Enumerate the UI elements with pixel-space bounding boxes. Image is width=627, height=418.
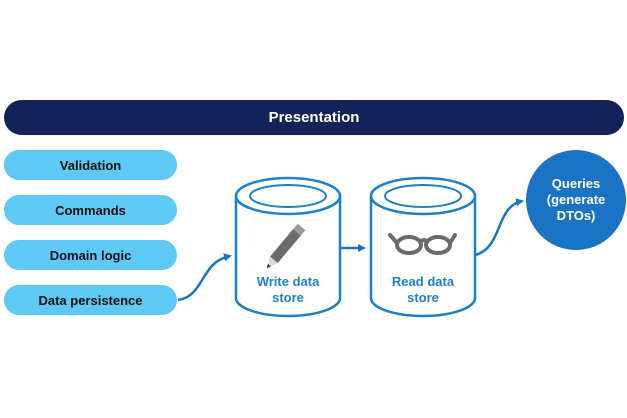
pencil-icon (266, 223, 306, 269)
presentation-label: Presentation (268, 109, 360, 126)
read-store-label-line1: Read data (391, 274, 455, 289)
layer-domain-logic: Domain logic (4, 240, 177, 270)
queries-node: Queries (generate DTOs) (526, 150, 626, 250)
write-store-label-line2: store (272, 290, 304, 305)
queries-line1: Queries (551, 176, 601, 191)
layer-commands-label: Commands (55, 202, 126, 218)
layer-validation-label: Validation (59, 157, 122, 173)
write-store-label: Write data store (236, 274, 340, 306)
layer-commands: Commands (4, 195, 177, 225)
layer-data-persistence: Data persistence (4, 285, 177, 315)
read-store-cylinder (369, 176, 477, 318)
arrow-persistence-to-write (177, 253, 232, 302)
layer-data-persistence-label: Data persistence (38, 292, 143, 308)
write-store-cylinder (234, 176, 342, 318)
layer-validation: Validation (4, 150, 177, 180)
write-store-label-line1: Write data (256, 274, 320, 289)
read-store-label: Read data store (371, 274, 475, 306)
queries-line2: (generate (546, 192, 606, 207)
glasses-icon (388, 233, 457, 255)
read-store-label-line2: store (407, 290, 439, 305)
arrow-read-to-queries (474, 198, 524, 257)
queries-line3: DTOs) (556, 208, 596, 223)
layer-domain-logic-label: Domain logic (49, 247, 132, 263)
presentation-layer: Presentation (4, 100, 624, 135)
